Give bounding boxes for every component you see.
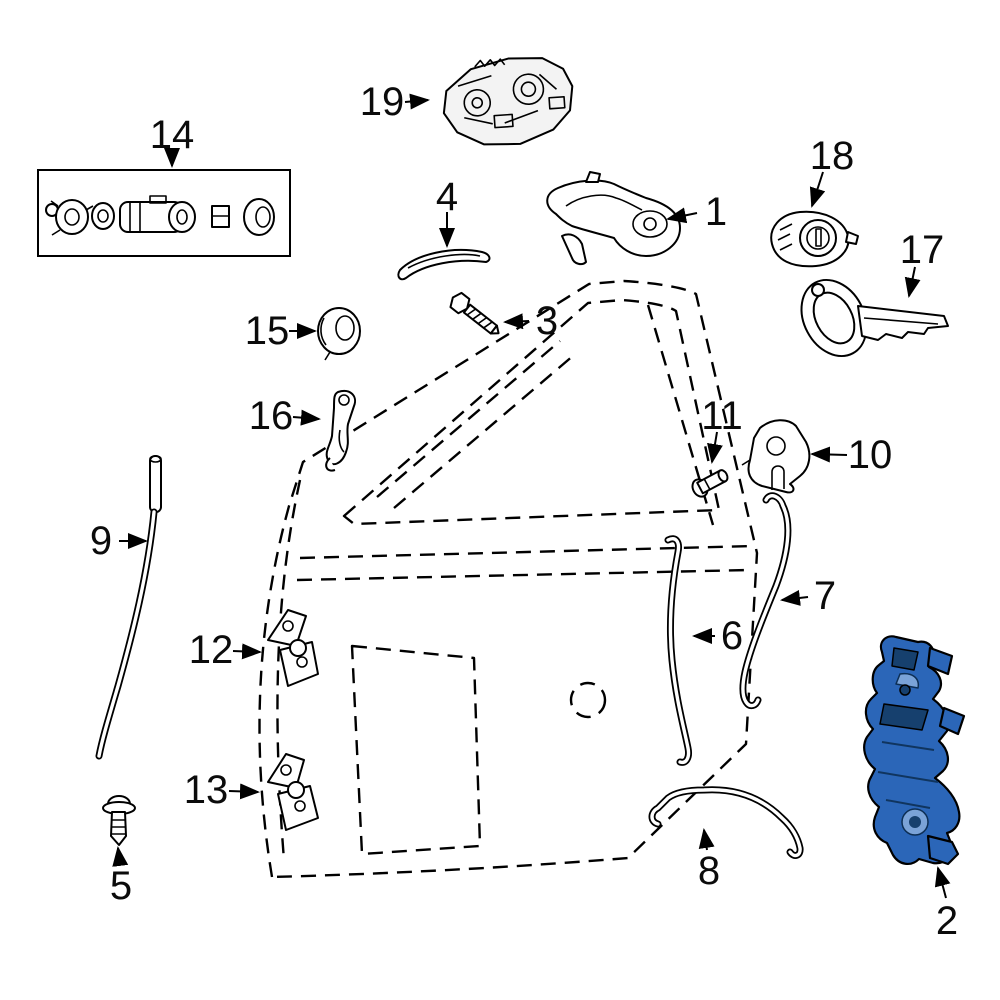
leader-line-13	[228, 783, 260, 800]
callout-9[interactable]: 9	[90, 519, 112, 563]
part-8-lock-rod-drawing[interactable]	[648, 786, 804, 859]
part-14-lock-cylinder-kit-drawing[interactable]	[37, 169, 291, 257]
part-16-bracket-drawing[interactable]	[325, 390, 356, 472]
callout-13[interactable]: 13	[184, 768, 229, 812]
part-13-lower-hinge-drawing[interactable]	[267, 753, 319, 831]
leader-line-18	[809, 171, 826, 208]
callout-1[interactable]: 1	[705, 190, 727, 234]
callout-17[interactable]: 17	[900, 228, 945, 272]
callout-18[interactable]: 18	[810, 134, 855, 178]
part-4-handle-trim-strip-drawing[interactable]	[397, 249, 491, 281]
callout-8[interactable]: 8	[698, 849, 720, 893]
callout-14[interactable]: 14	[150, 113, 195, 157]
callout-12[interactable]: 12	[189, 628, 234, 672]
part-7-lock-rod-drawing[interactable]	[739, 492, 792, 710]
leader-line-8	[698, 828, 715, 851]
leader-line-16	[292, 409, 321, 426]
callout-7[interactable]: 7	[814, 574, 836, 618]
callout-19[interactable]: 19	[360, 80, 405, 124]
part-10-striker-drawing[interactable]	[741, 419, 811, 494]
leader-line-7	[780, 589, 809, 606]
part-15-grommet-drawing[interactable]	[317, 307, 361, 361]
leader-line-10	[810, 446, 848, 463]
callout-15[interactable]: 15	[245, 309, 290, 353]
leader-line-2	[934, 866, 951, 899]
part-12-upper-hinge-drawing[interactable]	[267, 609, 319, 687]
leader-line-19	[404, 93, 430, 110]
part-11-pin-drawing[interactable]	[690, 466, 731, 499]
leader-line-17	[904, 266, 921, 298]
part-17-key-drawing[interactable]	[789, 269, 949, 368]
callout-16[interactable]: 16	[249, 394, 294, 438]
callout-4[interactable]: 4	[436, 175, 458, 219]
callout-6[interactable]: 6	[721, 614, 743, 658]
callout-2[interactable]: 2	[936, 899, 958, 943]
leader-line-3	[503, 313, 530, 330]
part-2-door-latch-drawing[interactable]	[863, 635, 966, 866]
part-14-box	[37, 169, 291, 257]
callout-3[interactable]: 3	[536, 299, 558, 343]
leader-line-5	[112, 846, 129, 867]
callout-10[interactable]: 10	[848, 433, 893, 477]
leader-line-11	[707, 431, 723, 464]
door-shell-outline	[258, 279, 759, 879]
part-6-lock-rod-drawing[interactable]	[664, 535, 692, 766]
part-9-lock-rod-drawing[interactable]	[95, 455, 162, 760]
part-18-lock-cylinder-drawing[interactable]	[770, 210, 859, 268]
callout-11[interactable]: 11	[701, 394, 743, 438]
part-3-screw-drawing[interactable]	[447, 290, 504, 340]
callout-5[interactable]: 5	[110, 864, 132, 908]
leader-line-12	[232, 643, 262, 660]
part-19-handle-carrier-module-drawing[interactable]	[440, 54, 576, 149]
part-1-exterior-door-handle-drawing[interactable]	[546, 171, 681, 266]
leader-line-1	[666, 207, 698, 224]
leader-lines	[112, 93, 951, 899]
callout-labels: 1 2 3 4 5 6 7 8 9 10 11 12 13 14 15 16 1…	[90, 80, 958, 943]
part-5-screw-drawing[interactable]	[102, 795, 136, 846]
